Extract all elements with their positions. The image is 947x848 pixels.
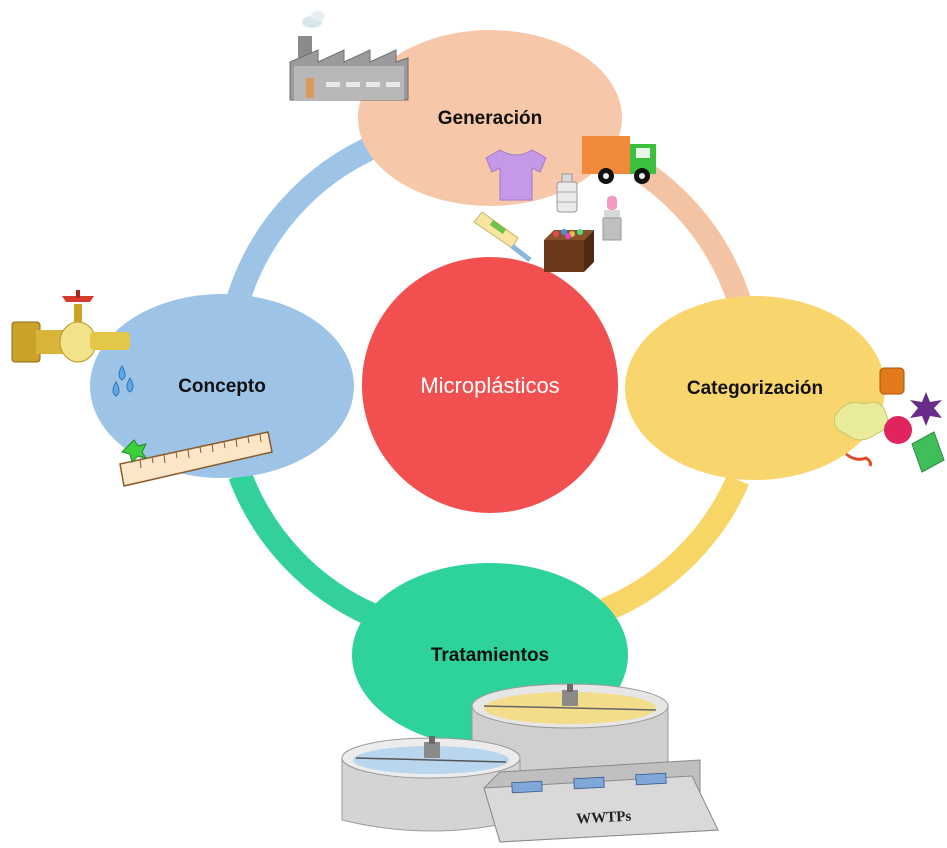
treatment-plant-icon: WWTPs	[341, 683, 719, 843]
center-label: Microplásticos	[420, 373, 559, 398]
center-node: Microplásticos	[362, 257, 618, 513]
lipstick-icon	[602, 196, 622, 241]
stage-generacion-label: Generación	[438, 108, 543, 129]
plant-sign-label: WWTPs	[576, 809, 632, 828]
factory-icon	[289, 11, 409, 101]
ring-segment-bottom-left	[228, 470, 377, 626]
toothpaste-icon	[473, 211, 532, 262]
stage-categorizacion-label: Categorización	[687, 378, 823, 399]
cycle-ring	[224, 132, 754, 626]
microplastic-particles-icon	[833, 367, 945, 473]
ring-segment-bottom-right	[600, 475, 749, 622]
ring-segment-top-left	[224, 132, 385, 311]
stage-categorizacion: Categorización	[625, 296, 885, 480]
box-icon	[544, 229, 594, 272]
truck-icon	[582, 136, 656, 184]
stage-concepto-label: Concepto	[178, 376, 266, 397]
ruler-icon	[119, 431, 273, 487]
water-drops-icon	[112, 365, 134, 397]
stage-tratamientos-label: Tratamientos	[431, 645, 549, 666]
stage-generacion: Generación	[358, 30, 622, 206]
bottle-icon	[556, 173, 578, 213]
stage-concepto: Concepto	[90, 294, 354, 478]
tshirt-icon	[485, 149, 547, 201]
ring-segment-top-right	[633, 159, 754, 314]
faucet-icon	[11, 290, 130, 363]
